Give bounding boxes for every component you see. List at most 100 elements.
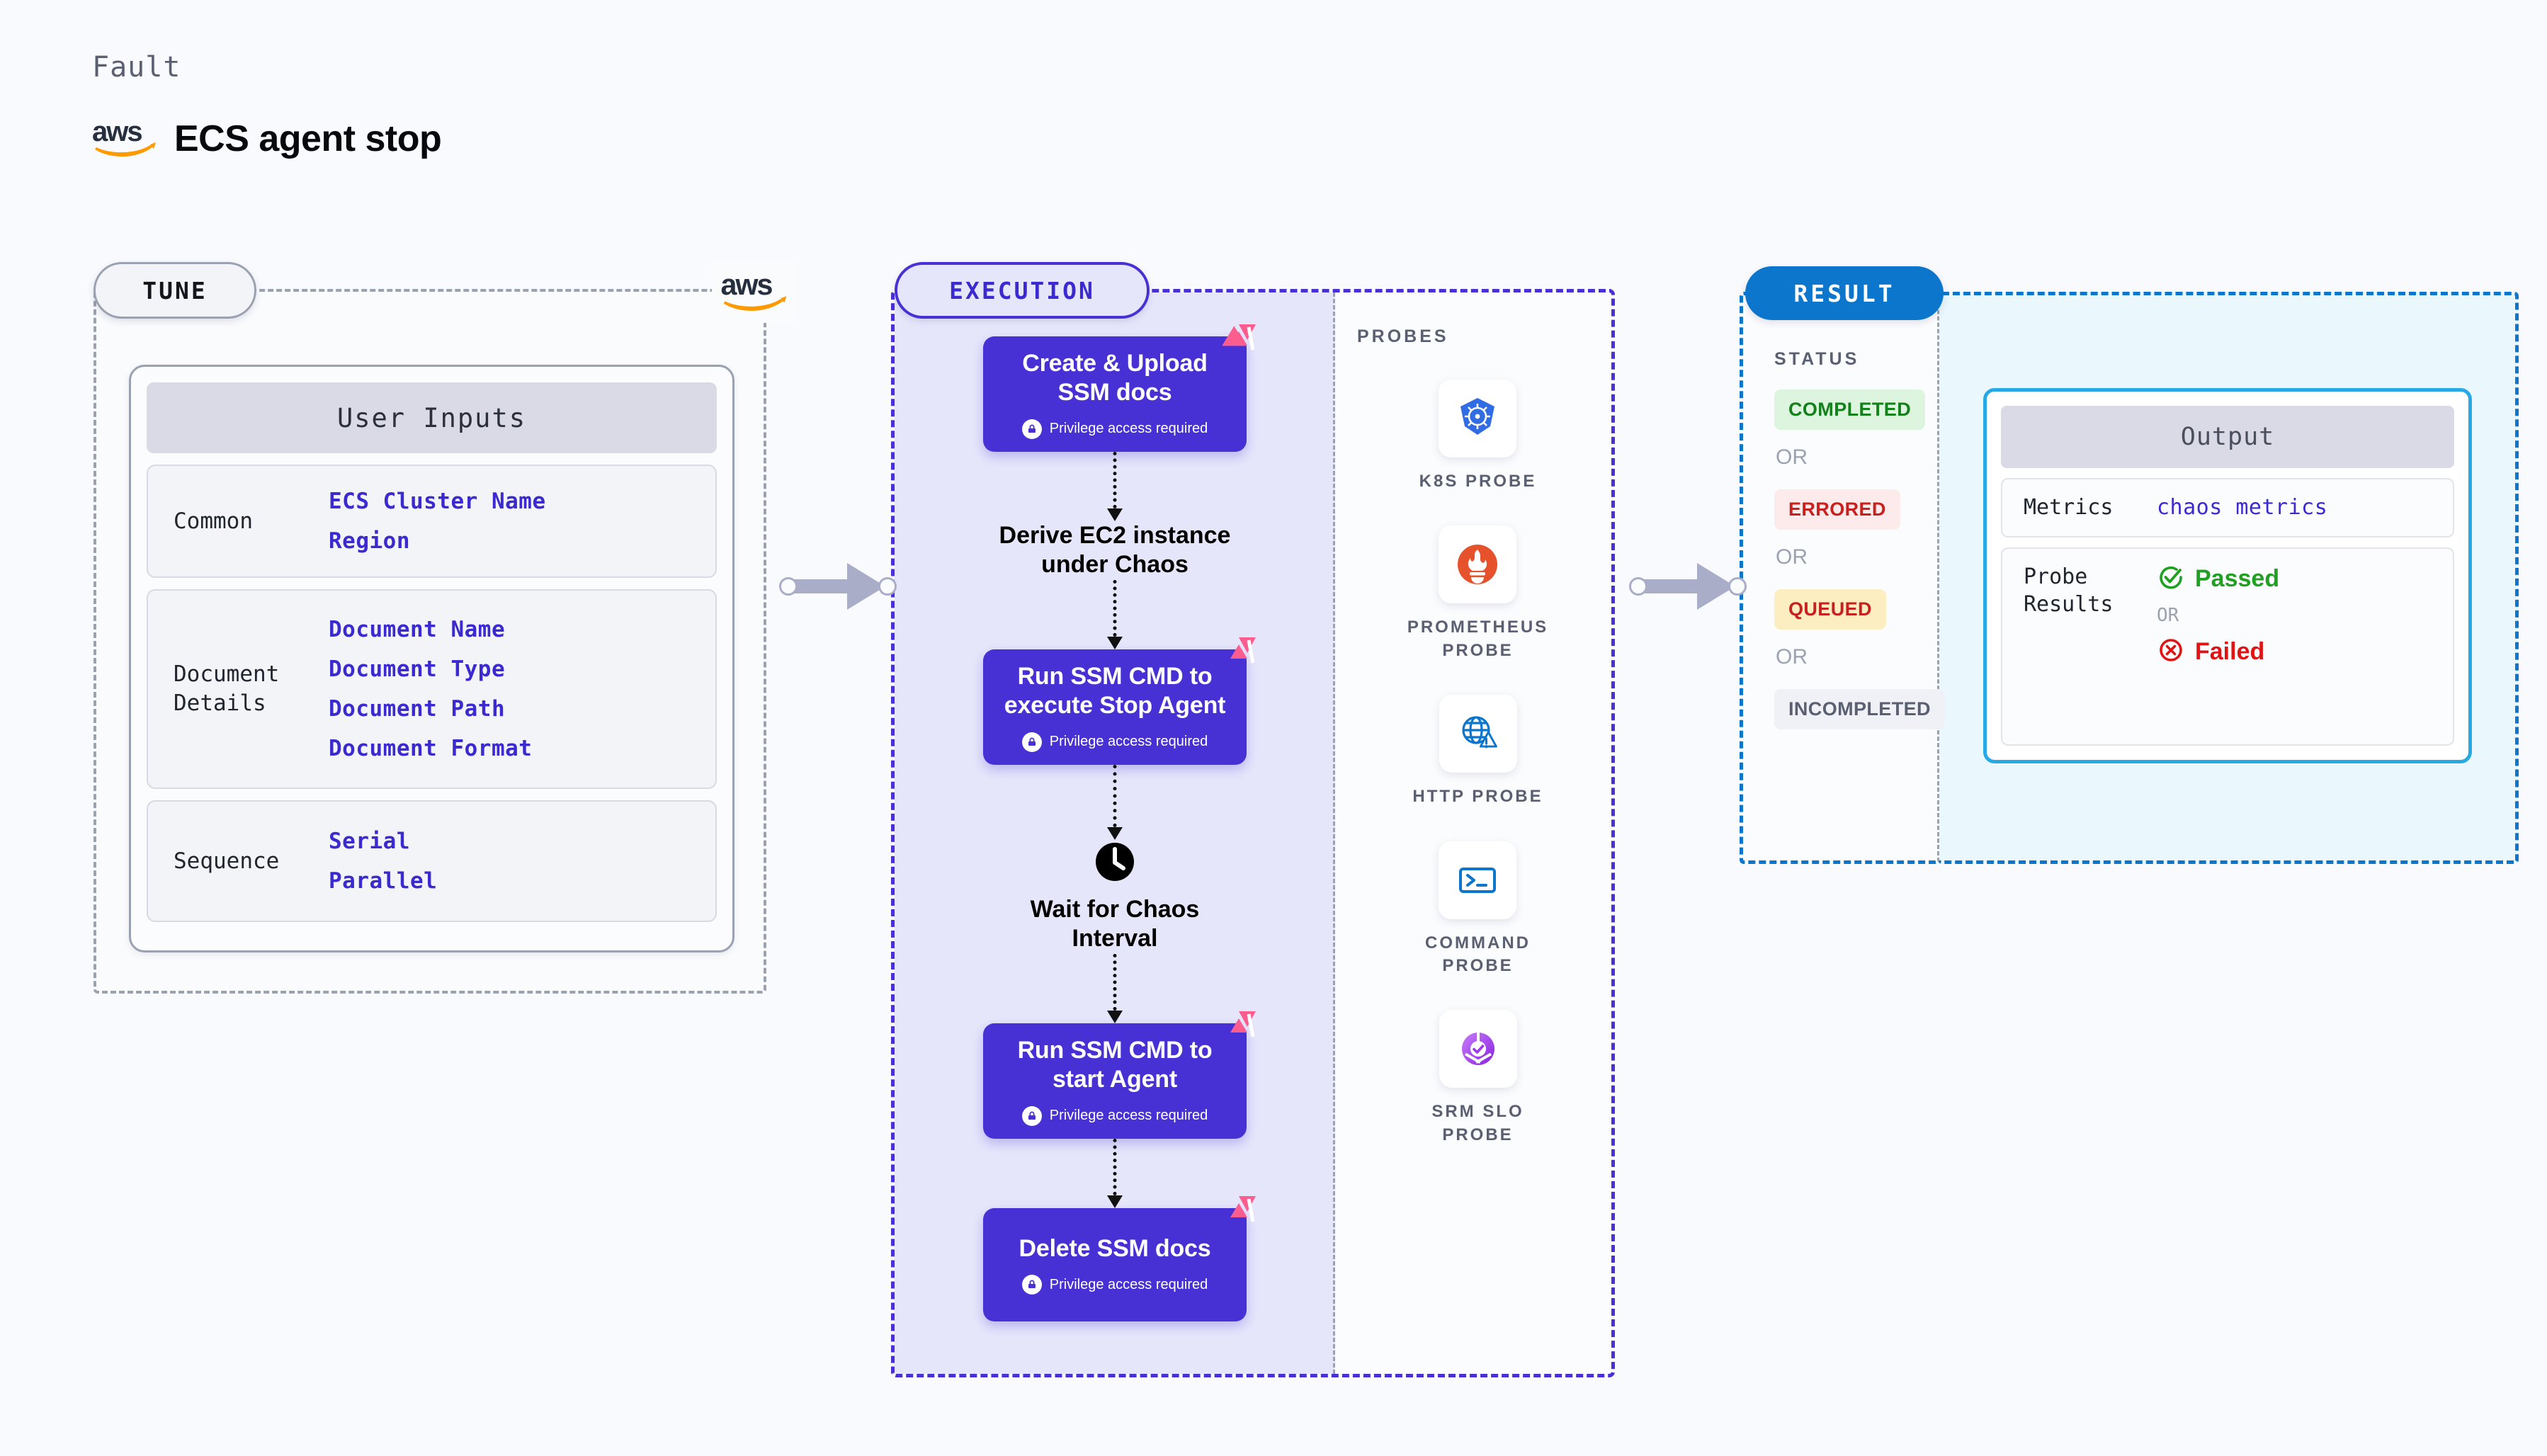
user-inputs-card: User Inputs Common ECS Cluster Name Regi… [129,365,734,952]
privilege-note: Privilege access required [1021,419,1208,439]
status-badge-incompleted: INCOMPLETED [1774,689,1945,729]
terminal-icon [1439,841,1517,919]
result-status-panel: STATUS COMPLETED OR ERRORED OR QUEUED OR… [1740,292,1945,864]
prometheus-icon [1439,525,1517,604]
flow-connector [1107,953,1123,1023]
execution-node-run-ssm-cmd-start-agent[interactable]: Run SSM CMD to start Agent Privilege acc… [983,1011,1256,1139]
input-row-sequence: Sequence Serial Parallel [147,800,717,922]
input-value[interactable]: Document Type [329,656,506,682]
probe-label: K8S PROBE [1419,472,1537,491]
check-circle-icon [2157,563,2185,595]
input-value[interactable]: Document Format [329,736,533,761]
failed-label: Failed [2195,637,2265,665]
status-or-label: OR [1776,445,1808,469]
http-globe-icon [1439,695,1517,773]
fault-kicker: Fault [92,51,181,84]
litmus-logo-icon [1218,1008,1259,1050]
privilege-label: Privilege access required [1049,734,1208,750]
tune-pill[interactable]: TUNE [93,262,256,319]
clock-icon [1093,840,1137,884]
lock-icon [1021,1105,1042,1126]
node-title: Run SSM CMD to execute Stop Agent [1004,662,1226,720]
status-badge-completed: COMPLETED [1774,389,1926,430]
flow-connector [1107,764,1123,840]
output-title: Output [2001,406,2454,468]
probe-result-passed: Passed [2157,563,2279,595]
passed-label: Passed [2195,564,2280,592]
input-row-label: Common [174,508,253,534]
privilege-label: Privilege access required [1049,1108,1208,1124]
privilege-note: Privilege access required [1021,1105,1208,1126]
input-value[interactable]: Document Path [329,696,506,722]
output-row-metrics: Metrics chaos metrics [2001,478,2454,538]
lock-icon [1021,419,1042,439]
output-row-label: Metrics [2024,495,2114,520]
litmus-logo-icon [1218,635,1259,676]
execution-pill[interactable]: EXECUTION [895,262,1150,319]
input-row-values: ECS Cluster Name Region [329,489,546,554]
litmus-logo-icon [1218,1193,1259,1234]
input-row-values: Serial Parallel [329,829,437,894]
execution-node-create-upload-ssm-docs[interactable]: Create & Upload SSM docs Privilege acces… [983,324,1256,452]
probe-item-k8s[interactable]: K8S PROBE [1419,380,1537,493]
node-title: Delete SSM docs [1019,1234,1211,1262]
execution-node-delete-ssm-docs[interactable]: Delete SSM docs Privilege access require… [983,1195,1256,1321]
arrow-tune-to-execution [779,563,900,610]
srm-slo-icon [1439,1010,1517,1088]
input-value[interactable]: Serial [329,829,410,854]
status-or-label: OR [1776,545,1808,569]
probe-label: HTTP PROBE [1412,787,1543,807]
input-value[interactable]: Region [329,528,410,554]
privilege-note: Privilege access required [1021,1275,1208,1295]
litmus-logo-icon [1218,322,1259,363]
node-title: Create & Upload SSM docs [1022,350,1208,406]
flow-connector [1107,451,1123,521]
tune-aws-logo-icon: aws [712,262,797,323]
status-badge-queued: QUEUED [1774,589,1886,630]
input-value[interactable]: Parallel [329,868,438,894]
user-inputs-title: User Inputs [147,382,717,453]
output-metrics-value[interactable]: chaos metrics [2157,495,2328,521]
input-row-values: Document Name Document Type Document Pat… [329,617,532,761]
privilege-label: Privilege access required [1049,421,1208,437]
svg-text:aws: aws [721,270,773,301]
flow-connector [1107,1138,1123,1208]
probe-result-or-label: OR [2157,604,2179,626]
page-title: ECS agent stop [174,118,442,159]
input-row-common: Common ECS Cluster Name Region [147,465,717,578]
flow-connector [1107,579,1123,649]
execution-steps: Create & Upload SSM docs Privilege acces… [895,292,1335,1374]
input-row-label: Sequence [174,848,280,874]
svg-text:aws: aws [92,117,142,147]
probe-result-failed: Failed [2157,636,2279,668]
status-heading: STATUS [1774,349,1860,369]
result-pill[interactable]: RESULT [1745,266,1944,320]
execution-panel: Create & Upload SSM docs Privilege acces… [891,289,1615,1377]
aws-logo-icon: aws [91,117,159,161]
probe-result-values: Passed OR Failed [2157,563,2279,668]
input-value[interactable]: Document Name [329,617,506,642]
execution-node-run-ssm-cmd-stop-agent[interactable]: Run SSM CMD to execute Stop Agent Privil… [983,637,1256,765]
input-value[interactable]: ECS Cluster Name [329,489,546,514]
privilege-label: Privilege access required [1049,1276,1208,1292]
privilege-note: Privilege access required [1021,732,1208,752]
probe-item-http[interactable]: HTTP PROBE [1412,695,1543,808]
status-or-label: OR [1776,645,1808,669]
status-badge-errored: ERRORED [1774,489,1900,530]
page-title-row: aws ECS agent stop [91,117,442,161]
kubernetes-icon [1439,380,1517,457]
